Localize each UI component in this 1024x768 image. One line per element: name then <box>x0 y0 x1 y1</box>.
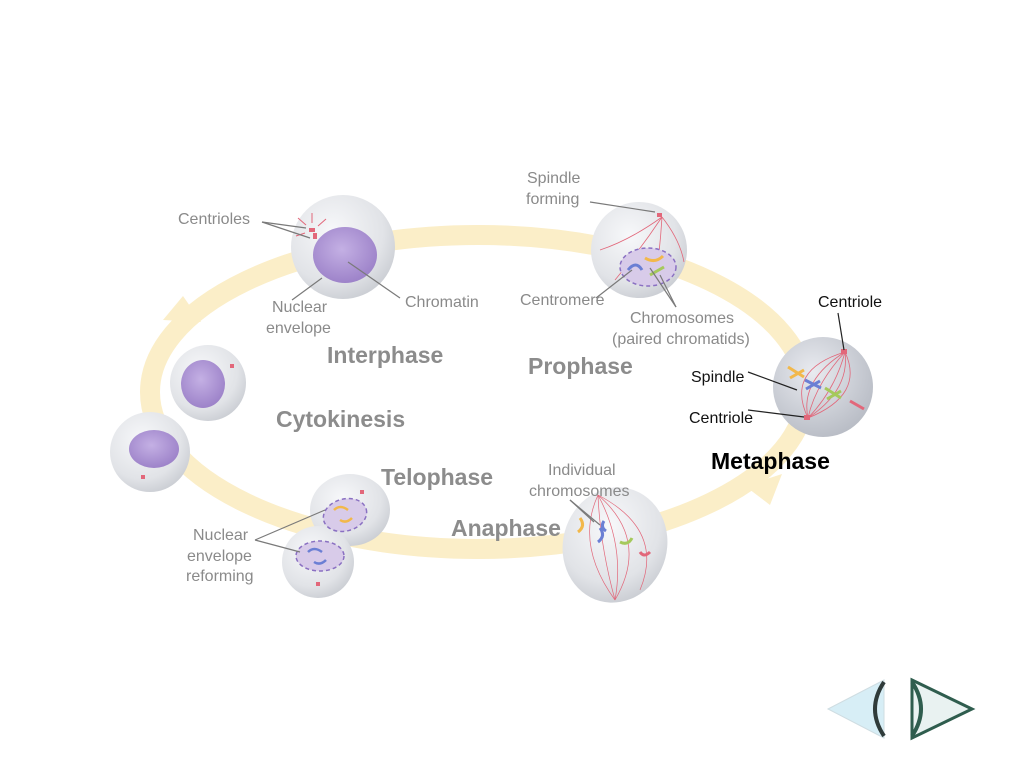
label-spindle-forming-line2: forming <box>526 191 579 208</box>
prev-button-bracket <box>873 680 886 738</box>
interphase-cell <box>291 195 395 299</box>
label-chromosomes-line1: Chromosomes <box>630 310 734 327</box>
next-button-bracket <box>910 680 923 738</box>
phase-metaphase: Metaphase <box>711 448 830 474</box>
cycle-arrow-left <box>163 296 201 322</box>
label-nuclear-envelope-line2: envelope <box>266 320 331 337</box>
label-chromatin: Chromatin <box>405 294 479 311</box>
label-spindle: Spindle <box>691 369 744 386</box>
label-nuclear-envelope-line1: Nuclear <box>272 299 328 316</box>
cycle-ring <box>140 225 816 559</box>
label-nuclear-envelope-reforming-line3: reforming <box>186 568 254 585</box>
phase-telophase: Telophase <box>381 464 493 490</box>
phase-interphase: Interphase <box>327 342 443 368</box>
triangle-right-icon <box>910 677 976 741</box>
cytokinesis-cell-lower <box>110 412 190 492</box>
label-individual-chromosomes-line1: Individual <box>548 462 616 479</box>
phase-cytokinesis: Cytokinesis <box>276 406 405 432</box>
phase-anaphase: Anaphase <box>451 515 561 541</box>
label-centriole-top: Centriole <box>818 294 882 311</box>
triangle-left-icon <box>826 679 885 739</box>
leader-lines <box>254 201 845 553</box>
label-spindle-forming-line1: Spindle <box>527 170 580 187</box>
prev-button[interactable] <box>826 679 886 739</box>
telophase-cell <box>282 474 390 598</box>
label-centrioles: Centrioles <box>178 211 250 228</box>
cytokinesis-cell-upper <box>170 345 246 421</box>
metaphase-cell <box>773 337 873 437</box>
label-nuclear-envelope-reforming-line1: Nuclear <box>193 527 249 544</box>
label-nuclear-envelope-reforming-line2: envelope <box>187 548 252 565</box>
label-individual-chromosomes-line2: chromosomes <box>529 483 629 500</box>
next-button[interactable] <box>910 677 976 741</box>
label-centromere: Centromere <box>520 292 605 309</box>
prophase-cell <box>591 202 687 298</box>
phase-prophase: Prophase <box>528 353 633 379</box>
label-chromosomes-line2: (paired chromatids) <box>612 331 750 348</box>
cycle-arrow-right <box>745 474 782 505</box>
label-centriole-bottom: Centriole <box>689 410 753 427</box>
